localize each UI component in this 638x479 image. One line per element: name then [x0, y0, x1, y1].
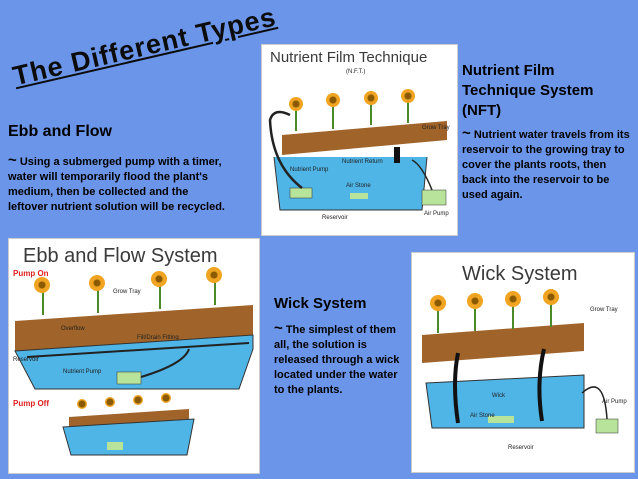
nft-supply-tube	[268, 110, 303, 189]
ebb-tray-floor	[26, 342, 250, 358]
wick-description: ~ The simplest of them all, the solution…	[274, 321, 404, 398]
wick-air-stone	[488, 416, 514, 423]
ebb-small-pump	[107, 442, 123, 450]
ebb-small-tray	[69, 409, 189, 427]
nft-label-nutrient-return: Nutrient Return	[342, 159, 383, 165]
wick-stem	[437, 309, 439, 333]
nft-stem	[407, 101, 409, 123]
ebb-pump-tube	[140, 348, 190, 378]
wick-reservoir	[425, 374, 585, 429]
ebb-desc-text: Using a submerged pump with a timer, wat…	[8, 156, 225, 213]
wick-diagram: Wick System Grow Tray Wick Air Stone Res…	[411, 252, 635, 473]
ebb-flower-icon	[151, 271, 167, 287]
nft-return-pipe	[394, 147, 400, 163]
nft-stem	[295, 109, 297, 131]
nft-air-tube	[411, 159, 433, 191]
ebb-diagram-title: Ebb and Flow System	[23, 245, 218, 267]
wick-right	[537, 348, 546, 422]
wick-stem	[550, 303, 552, 327]
ebb-small-flower-icon	[77, 399, 87, 409]
ebb-small-flower-icon	[161, 393, 171, 403]
ebb-stem	[214, 281, 216, 305]
ebb-small-flower-icon	[133, 395, 143, 405]
nft-flower-icon	[364, 91, 378, 105]
wick-air-tube	[581, 386, 608, 420]
wick-illustration	[422, 323, 619, 434]
nft-grow-tray	[282, 121, 447, 155]
slide-title: The Different Types	[10, 1, 279, 92]
ebb-small-water	[62, 418, 195, 456]
ebb-grow-tray	[15, 305, 253, 351]
ebb-label-pump-on: Pump On	[13, 269, 49, 278]
wick-grow-tray	[422, 323, 584, 363]
wick-diagram-title: Wick System	[462, 263, 578, 285]
nft-air-stone	[350, 193, 368, 199]
ebb-flower-icon	[34, 277, 50, 293]
nft-diagram: Nutrient Film Technique (N.F.T.) Grow Tr…	[261, 44, 458, 236]
nft-illustration	[268, 110, 447, 211]
wick-label-wick: Wick	[492, 393, 505, 399]
ebb-small-flower-icon	[105, 397, 115, 407]
nft-flower-icon	[326, 93, 340, 107]
nft-diagram-subtitle: (N.F.T.)	[346, 69, 366, 75]
ebb-tilde: ~	[8, 152, 17, 169]
wick-flower-icon	[543, 289, 559, 305]
ebb-pump	[116, 371, 142, 385]
ebb-label-nutrient-pump: Nutrient Pump	[63, 369, 102, 375]
nft-label-air-pump: Air Pump	[424, 211, 449, 217]
nft-description: ~ Nutrient water travels from its reserv…	[462, 126, 632, 203]
ebb-stem	[159, 285, 161, 309]
wick-label-grow-tray: Grow Tray	[590, 307, 618, 313]
wick-desc-text: The simplest of them all, the solution i…	[274, 324, 400, 396]
ebb-label-fill-drain: Fill/Drain Fitting	[137, 335, 179, 341]
nft-label-reservoir: Reservoir	[322, 215, 348, 221]
ebb-illustration	[14, 305, 254, 456]
wick-stem	[474, 307, 476, 331]
wick-flower-icon	[467, 293, 483, 309]
ebb-water	[14, 334, 254, 390]
nft-reservoir-outline	[273, 156, 428, 211]
ebb-label-grow-tray: Grow Tray	[113, 289, 141, 295]
ebb-flower-icon	[89, 275, 105, 291]
nft-tilde: ~	[462, 125, 471, 142]
nft-heading: Nutrient Film Technique System (NFT)	[462, 62, 594, 119]
nft-flower-icon	[289, 97, 303, 111]
wick-tilde: ~	[274, 320, 283, 337]
nft-label-air-stone: Air Stone	[346, 183, 371, 189]
wick-label-air-stone: Air Stone	[470, 413, 495, 419]
nft-stem	[332, 105, 334, 129]
nft-stem	[370, 103, 372, 125]
ebb-stem	[97, 289, 99, 313]
nft-label-grow-tray: Grow Tray	[422, 125, 450, 131]
nft-flower-icon	[401, 89, 415, 103]
ebb-flower-icon	[206, 267, 222, 283]
ebb-label-pump-off: Pump Off	[13, 399, 49, 408]
wick-air-pump	[595, 418, 619, 434]
nft-desc-text: Nutrient water travels from its reservoi…	[462, 129, 630, 201]
ebb-description: ~ Using a submerged pump with a timer, w…	[8, 153, 228, 215]
wick-flower-icon	[430, 295, 446, 311]
ebb-diagram: Ebb and Flow System Pump On Grow Tray Ov…	[8, 238, 260, 474]
wick-label-reservoir: Reservoir	[508, 445, 534, 451]
nft-diagram-title: Nutrient Film Technique	[270, 49, 428, 66]
ebb-label-overflow: Overflow	[61, 326, 85, 332]
ebb-heading: Ebb and Flow	[8, 123, 112, 140]
wick-left	[453, 352, 460, 424]
ebb-stem	[42, 291, 44, 315]
nft-label-nutrient-pump: Nutrient Pump	[290, 167, 329, 173]
nft-air-pump	[421, 189, 447, 206]
wick-stem	[512, 305, 514, 329]
nft-pump	[289, 187, 313, 199]
wick-label-air-pump: Air Pump	[602, 399, 627, 405]
wick-heading: Wick System	[274, 295, 367, 312]
ebb-label-reservoir: Reservoir	[13, 357, 39, 363]
wick-flower-icon	[505, 291, 521, 307]
